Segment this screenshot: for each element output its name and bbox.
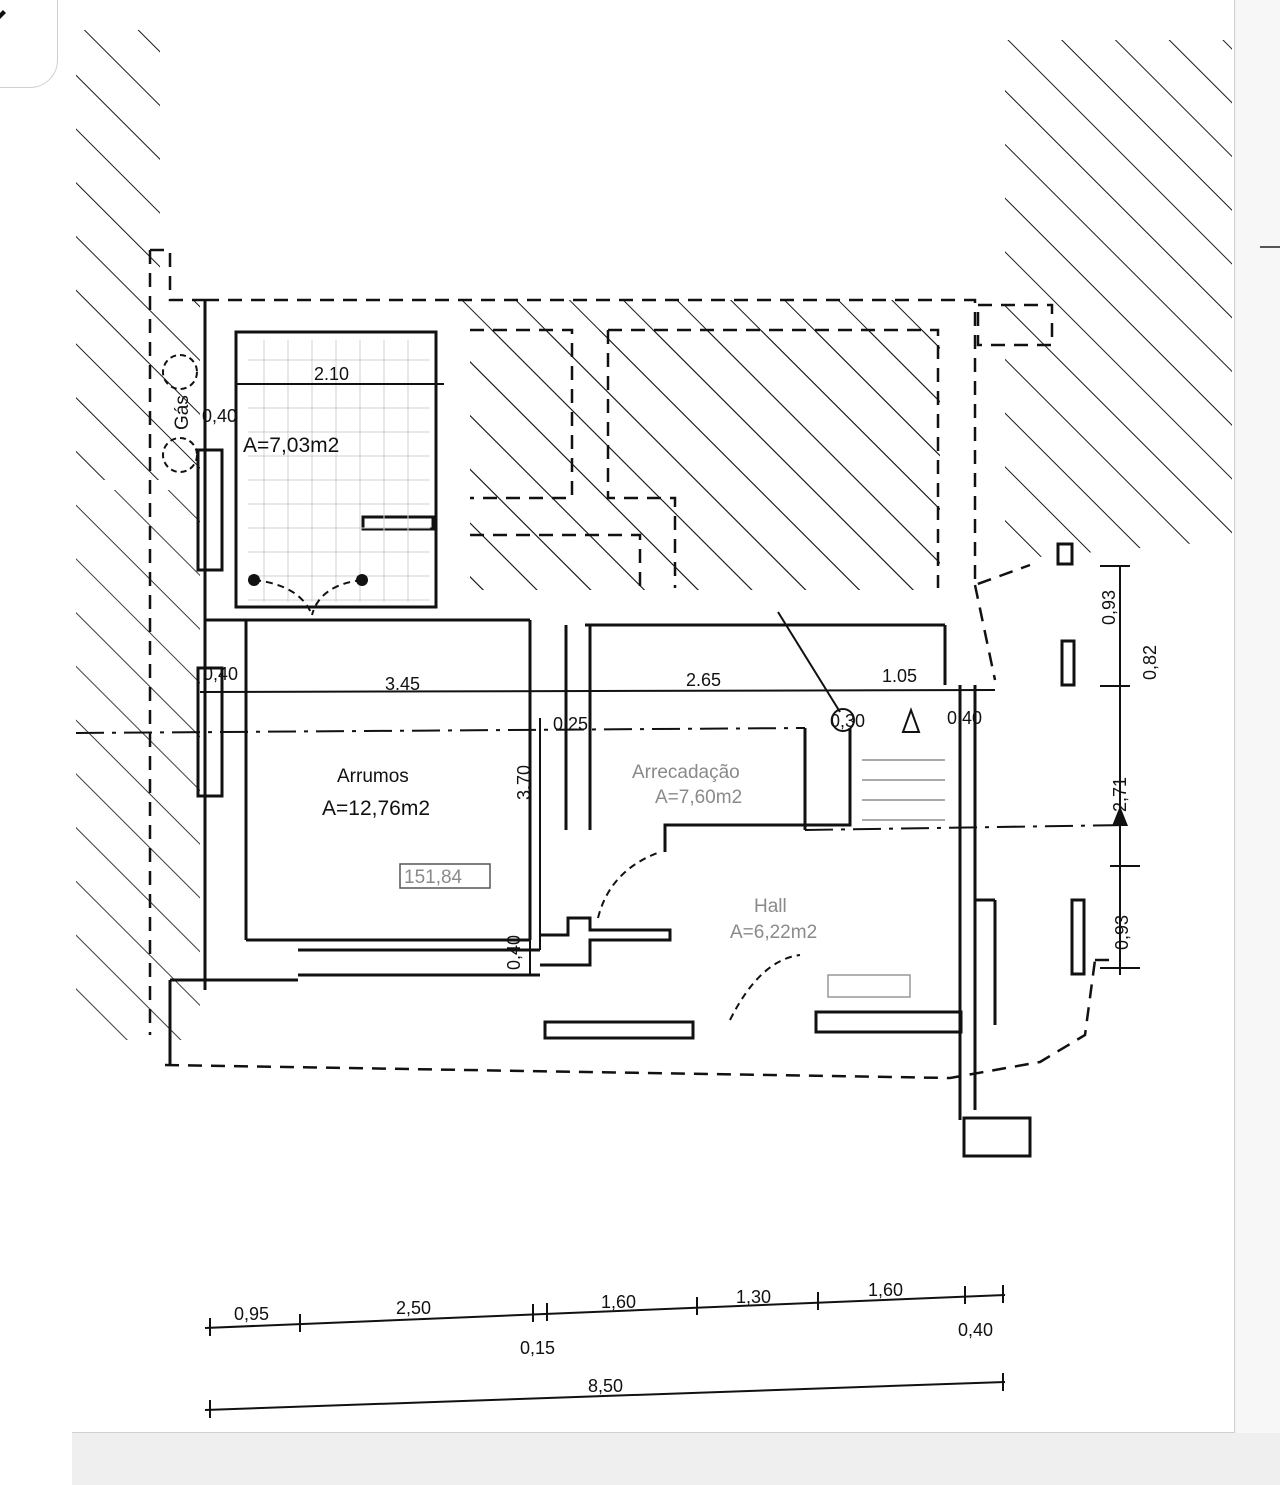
- dim-wc-width: 2.10: [314, 364, 349, 384]
- hatched-zones: [76, 30, 1232, 1040]
- dim-chain-2: 2,50: [396, 1298, 431, 1318]
- dim-mid-wall: 0,25: [553, 714, 588, 734]
- arrumos-code-box: [399, 863, 491, 889]
- dim-bottom-wall: 0,40: [504, 935, 524, 970]
- dim-left-wall: 0,40: [203, 664, 238, 684]
- door-swings: [253, 579, 801, 1021]
- dim-right-top: 0,93: [1099, 590, 1119, 625]
- arrumos-code: 151,84: [404, 867, 463, 888]
- edit-button[interactable]: Ec: [0, 0, 58, 88]
- bottom-strip: [72, 1433, 1280, 1485]
- arrecadacao-name: Arrecadação: [632, 762, 740, 783]
- dim-chain-1: 0,95: [234, 1304, 269, 1324]
- arrumos-area: A=12,76m2: [322, 797, 430, 820]
- dimension-lines: [199, 383, 1140, 1411]
- walls: [168, 300, 1086, 1158]
- leader-line: [777, 611, 841, 713]
- level-arrow-icon: [1112, 806, 1128, 826]
- dim-right-bottom: 0,93: [1112, 915, 1132, 950]
- stairs: [862, 759, 945, 821]
- column-symbol: [831, 708, 855, 732]
- dimension-ticks: [209, 1285, 1004, 1418]
- dim-wc-wall: 0,40: [202, 406, 237, 426]
- pencil-icon: [0, 10, 6, 19]
- arrumos-name: Arrumos: [337, 766, 409, 787]
- dim-right-width: 1.05: [882, 666, 917, 686]
- dim-arrec-width: 2.65: [686, 670, 721, 690]
- dim-right-wall: 0,40: [947, 708, 982, 728]
- dim-total: 8,50: [588, 1376, 623, 1396]
- dim-chain-3: 1,60: [601, 1292, 636, 1312]
- axis-lines: [75, 727, 1126, 831]
- dim-chain-5: 1,60: [868, 1280, 903, 1300]
- dim-chain-4: 1,30: [736, 1287, 771, 1307]
- arrecadacao-area: A=7,60m2: [655, 787, 742, 808]
- hall-name: Hall: [754, 896, 787, 917]
- dim-small-a: 0,30: [830, 711, 865, 731]
- wc-area: A=7,03m2: [243, 434, 339, 457]
- dim-arrumos-width: 3.45: [385, 674, 420, 694]
- gas-symbol: Gás: [162, 354, 198, 473]
- dim-right-mid: 0,82: [1140, 645, 1160, 680]
- dim-right-span: 2,71: [1110, 777, 1130, 812]
- dim-arrumos-height: 3.70: [514, 765, 534, 800]
- gutter-tick: [1260, 246, 1280, 248]
- gas-label: Gás: [172, 395, 193, 430]
- dim-small-left: 0,15: [520, 1338, 555, 1358]
- left-toolbar: Ec: [0, 0, 73, 1485]
- hall-area: A=6,22m2: [730, 922, 817, 943]
- door-leaves: [248, 574, 368, 586]
- hall-code-box: [827, 974, 911, 998]
- north-arrow-icon: [901, 707, 921, 733]
- dim-small-right: 0,40: [958, 1320, 993, 1340]
- dashed-outlines: [148, 248, 1110, 1080]
